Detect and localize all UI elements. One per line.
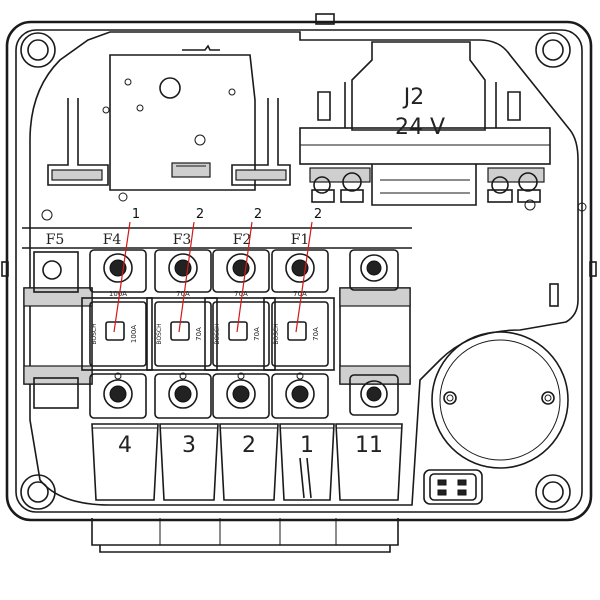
fuse-label-f5: F5 bbox=[46, 232, 65, 248]
fuse-f1: 70A BOSCH 70A bbox=[263, 249, 335, 419]
relay-terminal-right bbox=[487, 167, 545, 203]
fuse-slot-f5 bbox=[33, 251, 79, 409]
corner-screw-top-left bbox=[20, 32, 56, 68]
terminal-number: 4 bbox=[118, 433, 132, 458]
corner-screw-bottom-right bbox=[535, 474, 571, 510]
terminal-slot-11 bbox=[349, 249, 399, 416]
fuse-label-f4: F4 bbox=[103, 232, 122, 248]
callout-leader bbox=[236, 221, 253, 333]
inner-cover bbox=[29, 31, 579, 506]
fuse-brand: BOSCH bbox=[273, 323, 280, 344]
fuse-brand: BOSCH bbox=[214, 323, 221, 344]
side-clip bbox=[549, 283, 559, 307]
terminal-11: 11 bbox=[335, 423, 403, 501]
fuse-f2: 70A BOSCH 70A bbox=[204, 249, 276, 419]
corner-screw-bottom-left bbox=[20, 474, 56, 510]
fuse-label-f2: F2 bbox=[233, 232, 252, 248]
callout-number: 1 bbox=[132, 207, 140, 222]
callout-leader bbox=[113, 221, 131, 333]
terminal-number: 3 bbox=[182, 433, 196, 458]
fuse-top-rating: 100A bbox=[109, 290, 127, 298]
callout-number: 2 bbox=[254, 207, 262, 222]
fuse-body-rating: 70A bbox=[195, 327, 203, 341]
housing bbox=[1, 13, 597, 553]
fuse-label-f3: F3 bbox=[173, 232, 192, 248]
terminal-3: 3 bbox=[159, 423, 219, 501]
terminal-2: 2 bbox=[219, 423, 279, 501]
relay-voltage: 24 V bbox=[395, 115, 445, 140]
cable-stub bbox=[299, 457, 312, 499]
terminal-1: 1 bbox=[279, 423, 335, 501]
callout-number: 2 bbox=[196, 207, 204, 222]
terminal-4: 4 bbox=[91, 423, 159, 501]
relay-name: J2 bbox=[402, 85, 425, 110]
fuse-body-rating: 70A bbox=[253, 327, 261, 341]
fuse-top-rating: 70A bbox=[234, 290, 248, 298]
corner-screw-top-right bbox=[535, 32, 571, 68]
terminal-number: 1 bbox=[300, 433, 314, 458]
fuse-label-row: F5 F4 F3 F2 F1 bbox=[22, 227, 412, 249]
fuse-body-rating: 100A bbox=[130, 325, 138, 343]
terminal-number: 11 bbox=[355, 433, 383, 458]
fuse-group: 100A BOSCH 100A 70A BOSCH 70A 70A BOSCH 70A 70A BO… bbox=[81, 249, 335, 419]
fuse-label-f1: F1 bbox=[291, 232, 310, 248]
fuse-body-rating: 70A bbox=[312, 327, 320, 341]
callout-leader bbox=[295, 221, 313, 333]
fuse-brand: BOSCH bbox=[156, 323, 163, 344]
connector-plug bbox=[423, 469, 483, 505]
round-cover bbox=[431, 331, 569, 469]
terminal-number: 2 bbox=[242, 433, 256, 458]
relay-terminal-left bbox=[309, 167, 371, 203]
callout-group: 1 2 2 2 bbox=[113, 207, 322, 333]
fuse-f3: 70A BOSCH 70A bbox=[146, 249, 218, 419]
fuse-f4: 100A BOSCH 100A bbox=[81, 249, 153, 419]
fuse-top-rating: 70A bbox=[176, 290, 190, 298]
callout-leader bbox=[178, 221, 195, 333]
fuse-top-rating: 70A bbox=[293, 290, 307, 298]
relay-j2: J2 24 V bbox=[299, 41, 551, 206]
callout-number: 2 bbox=[314, 207, 322, 222]
mounting-plate bbox=[41, 44, 587, 221]
fuse-brand: BOSCH bbox=[91, 323, 98, 344]
